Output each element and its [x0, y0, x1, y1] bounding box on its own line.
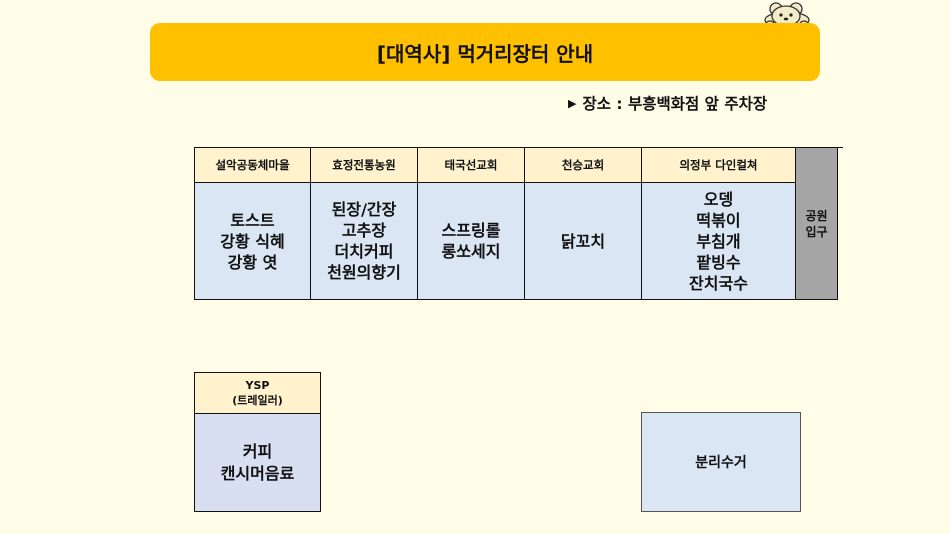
booth-name: 효정전통농원	[311, 148, 417, 183]
triangle-marker-icon: ▶	[568, 96, 577, 110]
park-entrance: 공원 입구	[796, 148, 838, 300]
page-title: [대역사] 먹거리장터 안내	[376, 41, 594, 66]
ysp-subtitle: (트레일러)	[232, 394, 283, 407]
menu-item: 고추장	[341, 221, 387, 240]
booth-menu: 오뎅 떡볶이 부침개 팥빙수 잔치국수	[642, 183, 795, 299]
booth-seorak: 설악공동체마을 토스트 강황 식혜 강황 엿	[195, 148, 311, 300]
menu-item: 강황 식혜	[220, 231, 285, 251]
menu-item: 부침개	[696, 231, 741, 251]
booth-name: 태국선교회	[418, 148, 524, 183]
menu-item: 된장/간장	[331, 200, 397, 219]
recycling-area: 분리수거	[641, 412, 801, 512]
booth-hyojeong: 효정전통농원 된장/간장 고추장 더치커피 천원의향기	[311, 148, 418, 300]
booth-layout-table: 설악공동체마을 토스트 강황 식혜 강황 엿 효정전통농원 된장/간장 고추장 …	[194, 147, 843, 300]
booth-menu: 닭꼬치	[525, 183, 641, 299]
booth-menu: 커피 캔시머음료	[195, 414, 320, 511]
booth-name: 설악공동체마을	[195, 148, 310, 183]
booth-name: 의정부 다인컬쳐	[642, 148, 795, 183]
location-text: 장소 : 부흥백화점 앞 주차장	[582, 95, 768, 113]
menu-item: 캔시머음료	[220, 463, 295, 483]
recycling-label: 분리수거	[695, 455, 747, 471]
booth-menu: 토스트 강황 식혜 강황 엿	[195, 183, 310, 299]
ysp-title: YSP	[245, 379, 270, 392]
menu-item: 잔치국수	[689, 273, 748, 293]
booth-cheonseung-church: 천승교회 닭꼬치	[525, 148, 642, 300]
booth-dain-culture: 의정부 다인컬쳐 오뎅 떡볶이 부침개 팥빙수 잔치국수	[642, 148, 796, 300]
menu-item: 팥빙수	[696, 252, 741, 272]
menu-item: 롱쏘세지	[441, 242, 501, 261]
menu-item: 커피	[242, 441, 273, 461]
entrance-label: 입구	[805, 224, 828, 239]
booth-ysp-trailer: YSP (트레일러) 커피 캔시머음료	[194, 372, 321, 512]
menu-item: 더치커피	[334, 242, 394, 261]
menu-item: 스프링롤	[441, 221, 501, 240]
title-banner: [대역사] 먹거리장터 안내	[150, 23, 820, 81]
menu-item: 떡볶이	[696, 210, 741, 230]
booth-menu: 스프링롤 롱쏘세지	[418, 183, 524, 299]
location-info: ▶ 장소 : 부흥백화점 앞 주차장	[568, 92, 818, 114]
booth-name: YSP (트레일러)	[195, 373, 320, 414]
entrance-label: 공원	[805, 208, 828, 223]
booth-menu: 된장/간장 고추장 더치커피 천원의향기	[311, 183, 417, 299]
menu-item: 강황 엿	[227, 252, 278, 272]
booth-thailand-mission: 태국선교회 스프링롤 롱쏘세지	[418, 148, 525, 300]
menu-item: 오뎅	[703, 189, 734, 209]
menu-item: 천원의향기	[327, 263, 401, 282]
menu-item: 토스트	[230, 210, 275, 230]
menu-item: 닭꼬치	[560, 231, 606, 251]
booth-name: 천승교회	[525, 148, 641, 183]
